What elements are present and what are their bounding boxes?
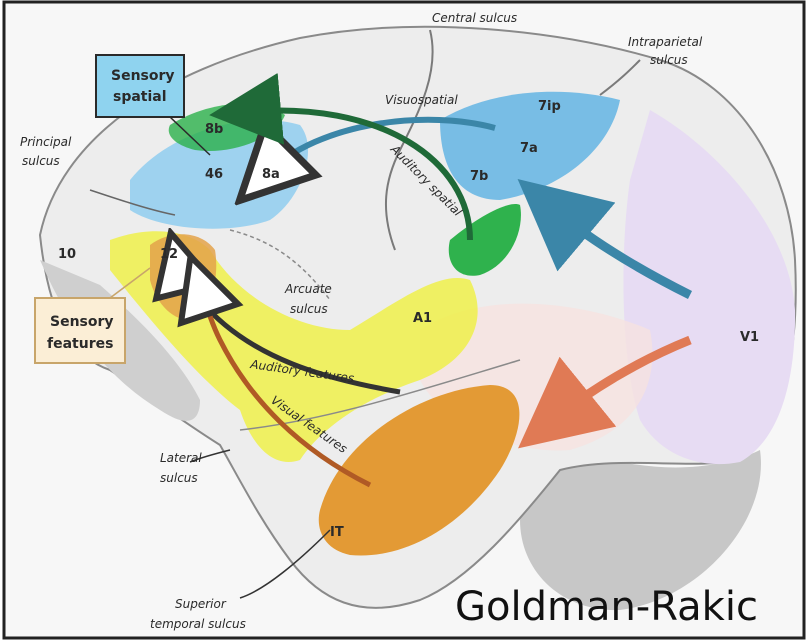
sensory-features-box — [35, 298, 125, 363]
area-it-label: IT — [330, 525, 344, 540]
central-sulcus-label: Central sulcus — [432, 11, 517, 25]
sensory-features-text-1: Sensory — [50, 314, 114, 330]
principal-label-1: Principal — [20, 135, 72, 149]
credit-text: Goldman-Rakic — [455, 584, 758, 630]
sensory-spatial-text-1: Sensory — [111, 68, 175, 84]
area-v1-label: V1 — [740, 330, 759, 345]
area-7ip-label: 7ip — [538, 99, 561, 114]
area-10-label: 10 — [58, 247, 76, 262]
intraparietal-label-1: Intraparietal — [628, 35, 703, 49]
lateral-label-1: Lateral — [160, 451, 202, 465]
area-8b-label: 8b — [205, 122, 223, 137]
sensory-spatial-text-2: spatial — [113, 89, 167, 105]
intraparietal-label-2: sulcus — [650, 53, 688, 67]
sts-label-2: temporal sulcus — [150, 617, 246, 631]
arcuate-label-1: Arcuate — [284, 282, 332, 296]
principal-label-2: sulcus — [22, 154, 60, 168]
lateral-label-2: sulcus — [160, 471, 198, 485]
sensory-features-text-2: features — [47, 336, 113, 352]
sts-label-1: Superior — [175, 597, 227, 611]
sensory-spatial-box — [96, 55, 184, 117]
area-7a-label: 7a — [520, 141, 538, 156]
area-7b-label: 7b — [470, 169, 488, 184]
arcuate-label-2: sulcus — [290, 302, 328, 316]
visuospatial-label: Visuospatial — [385, 93, 458, 107]
area-46-label: 46 — [205, 167, 223, 182]
area-8a-label: 8a — [262, 167, 280, 182]
area-12-label: 12 — [160, 247, 178, 262]
area-a1-label: A1 — [413, 311, 432, 326]
